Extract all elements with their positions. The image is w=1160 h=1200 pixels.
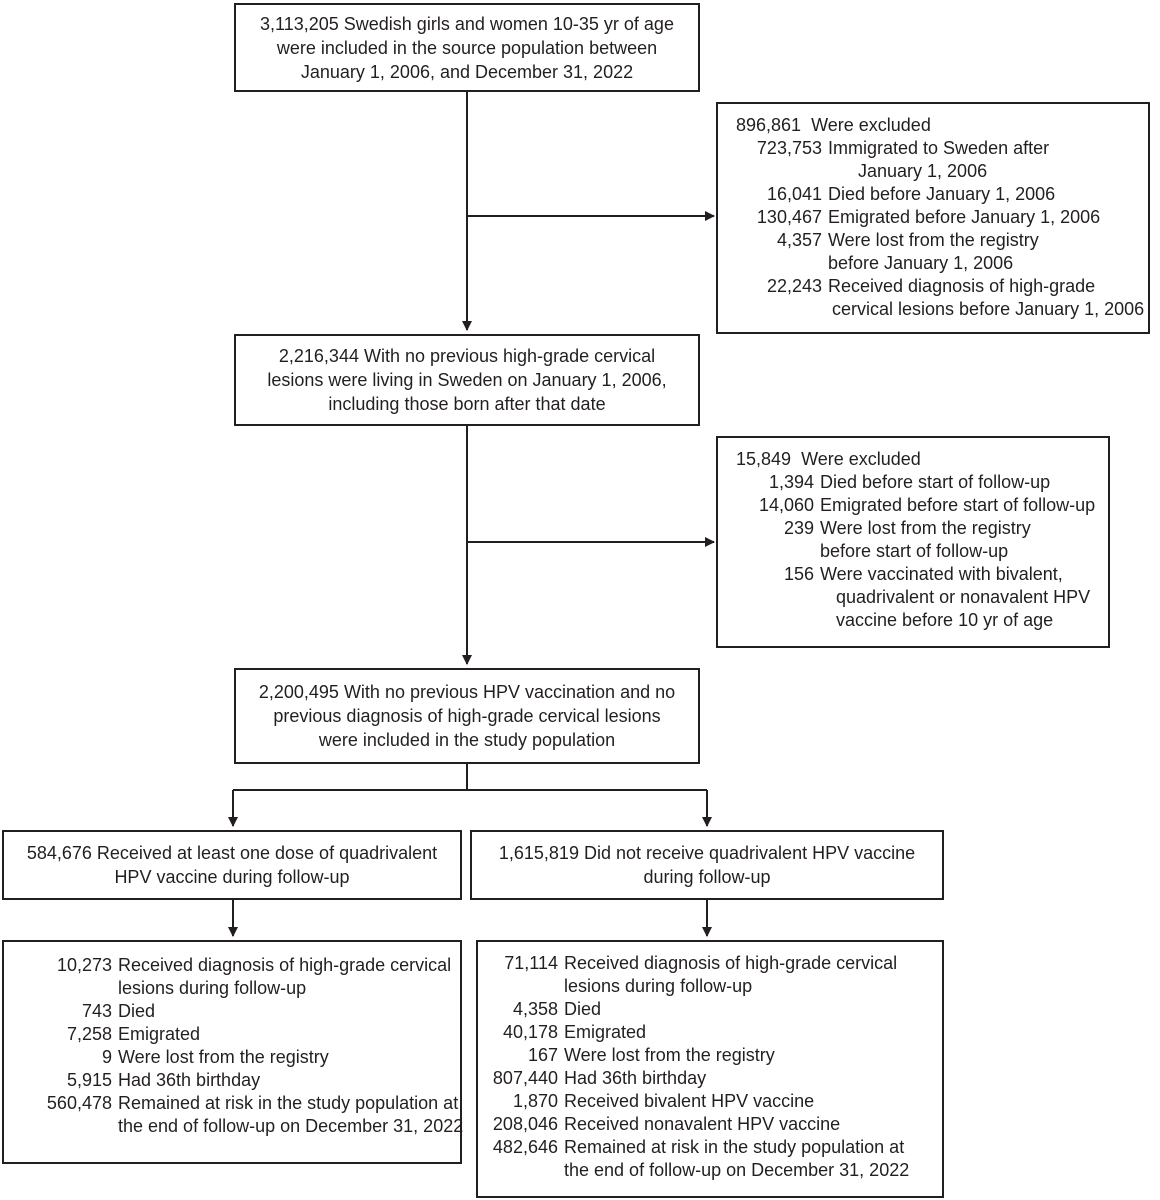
item-count: 130,467 [756, 207, 822, 227]
outcome-count: 807,440 [492, 1068, 558, 1088]
outcome-text-cont: lesions during follow-up [118, 978, 307, 998]
vaccinated-line: HPV vaccine during follow-up [114, 867, 350, 887]
item-text: Died before start of follow-up [820, 472, 1051, 492]
outcome-count: 167 [527, 1045, 558, 1065]
outcome-text: Emigrated [118, 1024, 201, 1044]
outcome-text: Died [118, 1001, 156, 1021]
unvaccinated-outcomes-box: 71,114 Received diagnosis of high-grade … [476, 940, 944, 1198]
item-text: Immigrated to Sweden after [828, 138, 1050, 158]
outcome-count: 40,178 [502, 1022, 558, 1042]
unvaccinated-group-box: 1,615,819 Did not receive quadrivalent H… [470, 830, 944, 900]
item-text: Were vaccinated with bivalent, [820, 564, 1063, 584]
source-line: 3,113,205 Swedish girls and women 10-35 … [260, 13, 674, 34]
item-text-cont: January 1, 2006 [858, 161, 988, 181]
living-line: including those born after that date [328, 394, 606, 414]
outcome-text-cont: lesions during follow-up [564, 976, 753, 996]
item-text-cont: quadrivalent or nonavalent HPV [836, 587, 1091, 607]
outcome-count: 743 [81, 1001, 112, 1021]
vaccinated-line: 584,676 Received at least one dose of qu… [26, 843, 438, 863]
excluded-label: Were excluded [801, 449, 921, 469]
outcome-count: 208,046 [492, 1114, 558, 1134]
item-count: 14,060 [758, 495, 814, 515]
item-count: 22,243 [766, 276, 822, 296]
vaccinated-group-box: 584,676 Received at least one dose of qu… [2, 830, 462, 900]
outcome-text: Received diagnosis of high-grade cervica… [564, 953, 898, 973]
source-population-box: 3,113,205 Swedish girls and women 10-35 … [234, 3, 700, 92]
item-count: 723,753 [756, 138, 822, 158]
source-line: January 1, 2006, and December 31, 2022 [300, 61, 634, 82]
living-in-sweden-box: 2,216,344 With no previous high-grade ce… [234, 334, 700, 426]
outcome-count: 1,870 [512, 1091, 558, 1111]
excluded-total: 15,849 [736, 449, 792, 469]
outcome-text: Received bivalent HPV vaccine [564, 1091, 815, 1111]
outcome-text: Remained at risk in the study population… [118, 1093, 459, 1113]
excluded-label: Were excluded [811, 115, 931, 135]
outcome-text: Remained at risk in the study population… [564, 1137, 905, 1157]
item-text: Died before January 1, 2006 [828, 184, 1056, 204]
item-text-cont: before start of follow-up [820, 541, 1009, 561]
excluded-header: 15,849 Were excluded [736, 448, 921, 471]
outcome-count: 482,646 [492, 1137, 558, 1157]
living-line: 2,216,344 With no previous high-grade ce… [278, 346, 656, 366]
unvaccinated-line: 1,615,819 Did not receive quadrivalent H… [498, 843, 916, 863]
study-population-box: 2,200,495 With no previous HPV vaccinati… [234, 668, 700, 764]
outcome-text: Received diagnosis of high-grade cervica… [118, 955, 452, 975]
outcome-count: 71,114 [504, 953, 558, 973]
study-line: previous diagnosis of high-grade cervica… [273, 706, 661, 726]
item-text-cont: cervical lesions before January 1, 2006 [832, 299, 1145, 319]
item-text: Emigrated before start of follow-up [820, 495, 1096, 515]
item-count: 239 [783, 518, 814, 538]
outcome-text: Emigrated [564, 1022, 647, 1042]
excluded-before-2006-box: 896,861 Were excluded 723,753 Immigrated… [716, 102, 1150, 334]
item-count: 1,394 [768, 472, 814, 492]
item-text-cont: vaccine before 10 yr of age [836, 610, 1054, 630]
outcome-text-cont: the end of follow-up on December 31, 202… [564, 1160, 910, 1180]
outcome-text: Had 36th birthday [564, 1068, 707, 1088]
study-line: 2,200,495 With no previous HPV vaccinati… [258, 682, 676, 702]
outcome-count: 5,915 [66, 1070, 112, 1090]
item-text-cont: before January 1, 2006 [828, 253, 1014, 273]
outcome-text: Received nonavalent HPV vaccine [564, 1114, 841, 1134]
item-count: 156 [783, 564, 814, 584]
outcome-count: 7,258 [66, 1024, 112, 1044]
item-text: Were lost from the registry [828, 230, 1039, 250]
outcome-count: 560,478 [46, 1093, 112, 1113]
outcome-count: 10,273 [56, 955, 112, 975]
item-count: 4,357 [776, 230, 822, 250]
study-line: were included in the study population [318, 730, 616, 750]
outcome-text: Had 36th birthday [118, 1070, 261, 1090]
vaccinated-outcomes-box: 10,273 Received diagnosis of high-grade … [2, 940, 464, 1164]
living-line: lesions were living in Sweden on January… [267, 370, 667, 390]
outcome-text: Were lost from the registry [564, 1045, 775, 1065]
outcome-text-cont: the end of follow-up on December 31, 202… [118, 1116, 464, 1136]
excluded-header: 896,861 Were excluded [736, 114, 931, 137]
excluded-total: 896,861 [736, 115, 802, 135]
item-count: 16,041 [766, 184, 822, 204]
item-text: Received diagnosis of high-grade [828, 276, 1096, 296]
outcome-count: 9 [101, 1047, 112, 1067]
unvaccinated-line: during follow-up [643, 867, 771, 887]
item-text: Were lost from the registry [820, 518, 1031, 538]
outcome-count: 4,358 [512, 999, 558, 1019]
source-line: were included in the source population b… [276, 37, 658, 58]
excluded-before-follow-up-box: 15,849 Were excluded 1,394 Died before s… [716, 436, 1110, 648]
item-text: Emigrated before January 1, 2006 [828, 207, 1101, 227]
outcome-text: Were lost from the registry [118, 1047, 329, 1067]
outcome-text: Died [564, 999, 602, 1019]
